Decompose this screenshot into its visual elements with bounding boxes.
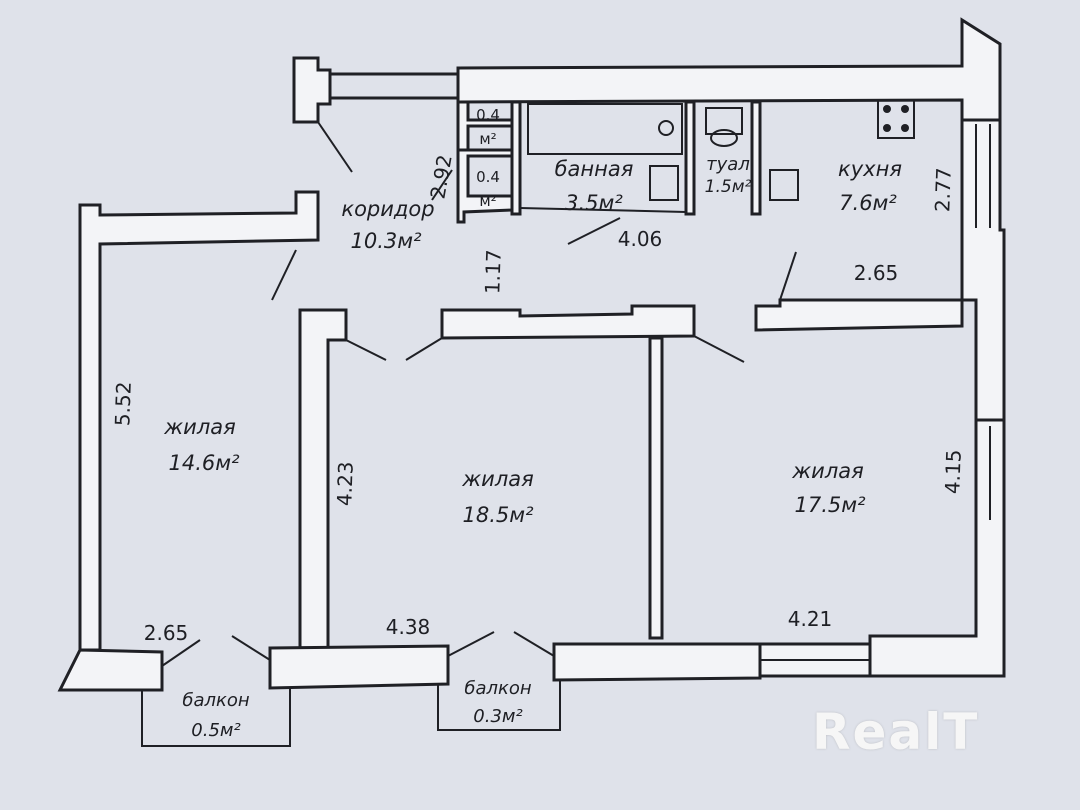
bathtub: [527, 103, 683, 155]
door-swing-corridor: [317, 121, 353, 173]
door-swing-balcony-mid-1: [447, 631, 495, 657]
dim-4-38: 4.38: [386, 615, 431, 639]
living-right-name: жилая: [791, 459, 864, 483]
bathtub-drain: [658, 120, 674, 136]
partition-mid-right: [648, 336, 664, 640]
dim-2-65-kitchen: 2.65: [854, 261, 899, 285]
living-left-name: жилая: [163, 415, 236, 439]
bottom-wall-mid: [552, 642, 762, 682]
mid-top-wall: [440, 304, 696, 340]
dim-4-21: 4.21: [788, 607, 833, 631]
dim-4-23: 4.23: [332, 461, 358, 506]
bottom-wall-left: [268, 644, 450, 690]
balcony-left-outline: [141, 688, 291, 747]
door-swing-left-room: [271, 249, 297, 301]
door-swing-mid-1: [345, 339, 387, 361]
bath-bottom-line: [519, 207, 687, 213]
living-right-area: 17.5м²: [794, 493, 866, 517]
kitchen-sink: [769, 169, 799, 201]
living-mid-name: жилая: [461, 467, 534, 491]
burner-3: [883, 124, 891, 132]
burner-1: [883, 105, 891, 113]
door-swing-closet: [431, 169, 453, 201]
corridor-name: коридор: [341, 197, 434, 221]
dim-4-15: 4.15: [940, 449, 966, 494]
kitchen-area: 7.6м²: [839, 191, 897, 215]
closet-2-value: 0.4: [476, 168, 500, 186]
dim-5-52: 5.52: [110, 381, 136, 426]
closet-1-unit: м²: [479, 130, 496, 148]
corridor-area: 10.3м²: [350, 229, 422, 253]
top-left-stub: [292, 56, 332, 124]
toilet-name: туал: [706, 154, 750, 175]
balcony-left-area: 0.5м²: [191, 720, 240, 741]
toilet-tank: [705, 107, 743, 135]
toilet-bowl: [710, 129, 738, 147]
door-swing-kitchen: [779, 251, 797, 301]
left-room-bottom-wall: [57, 648, 164, 692]
door-swing-balcony-mid-2: [513, 631, 555, 657]
kitchen-name: кухня: [838, 157, 902, 181]
balcony-left-name: балкон: [182, 690, 250, 711]
closet-1-value: 0.4: [476, 106, 500, 124]
bath-right-wall: [684, 100, 696, 216]
toilet-right-wall: [750, 100, 762, 216]
balcony-mid-outline: [437, 680, 561, 731]
dim-2-65-left: 2.65: [144, 621, 189, 645]
door-swing-balcony-left-1: [161, 639, 201, 667]
washbasin: [649, 165, 679, 201]
bath-area: 3.5м²: [565, 191, 623, 215]
stove: [877, 99, 915, 139]
kitchen-bottom-wall: [754, 298, 964, 332]
door-swing-bath: [567, 217, 621, 245]
living-left-area: 14.6м²: [168, 451, 240, 475]
balcony-mid-name: балкон: [464, 678, 532, 699]
burner-4: [901, 124, 909, 132]
closet-2-unit: м²: [479, 192, 496, 210]
realt-watermark-logo: RealT: [812, 703, 980, 761]
bath-left-wall: [510, 100, 522, 216]
dim-1-17: 1.17: [480, 249, 506, 294]
door-swing-mid-2: [405, 337, 443, 361]
balcony-mid-area: 0.3м²: [473, 706, 522, 727]
door-swing-right: [693, 335, 745, 363]
burner-2: [901, 105, 909, 113]
dim-2-77: 2.77: [930, 167, 956, 212]
bath-name: банная: [555, 157, 634, 181]
door-swing-balcony-left-2: [231, 635, 271, 661]
toilet-area: 1.5м²: [705, 177, 752, 197]
living-mid-area: 18.5м²: [462, 503, 534, 527]
dim-4-06: 4.06: [618, 227, 663, 251]
